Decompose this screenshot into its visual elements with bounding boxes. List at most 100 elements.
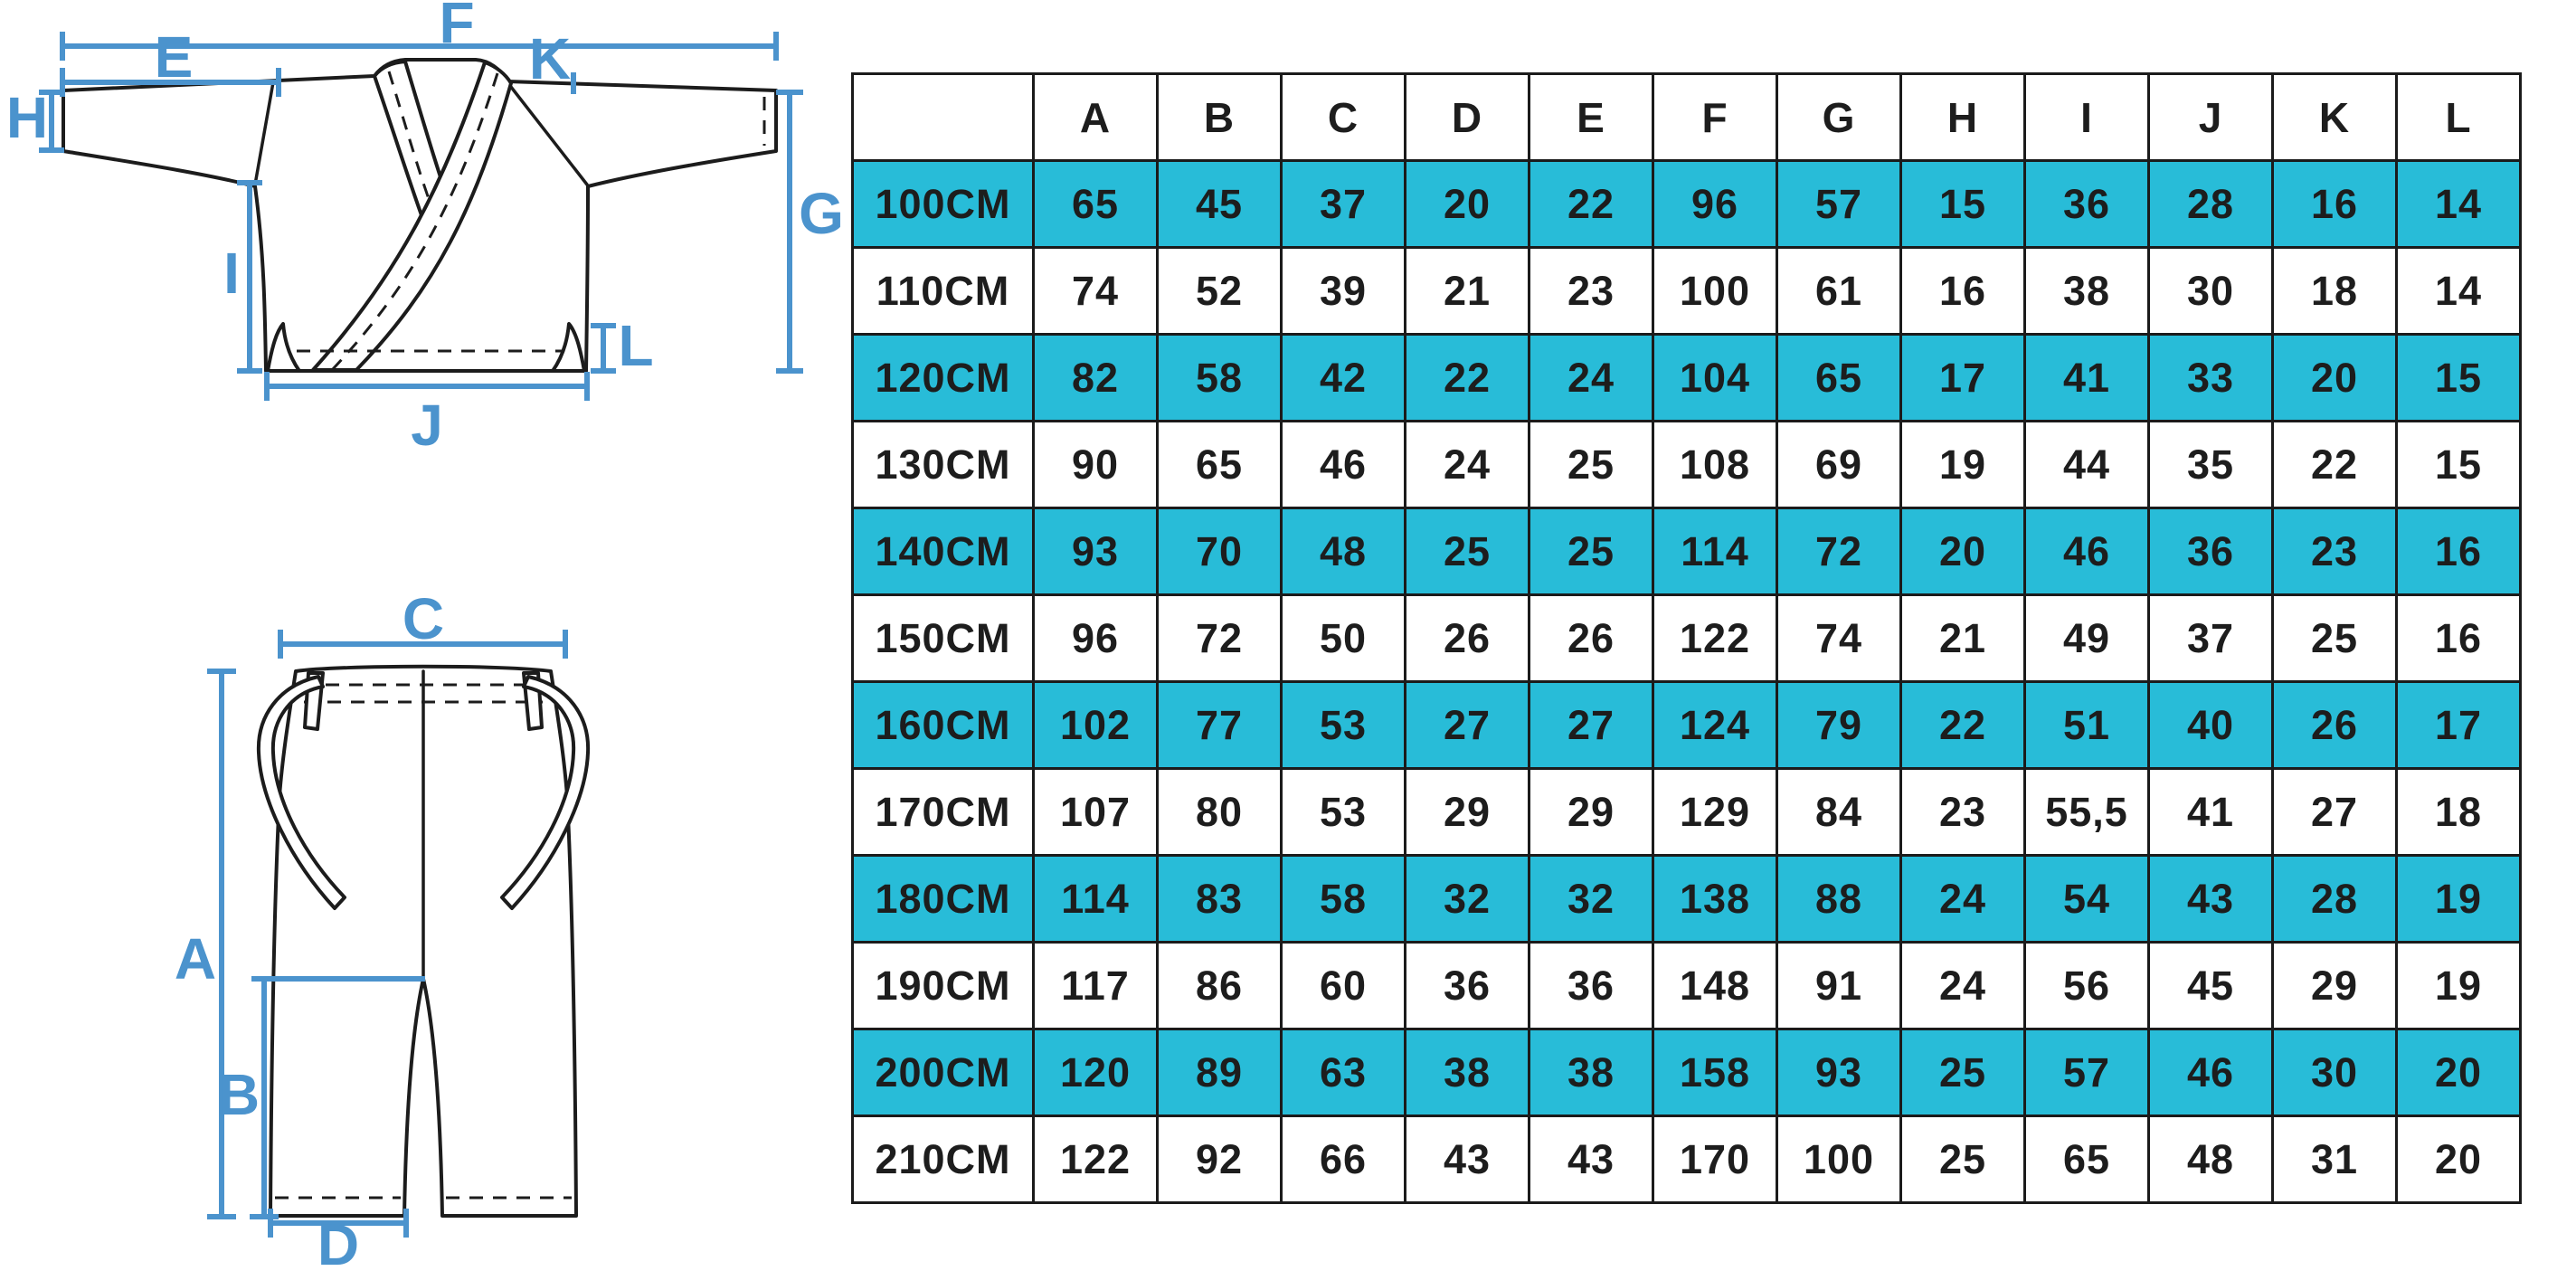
cell-150cm-I: 49	[2023, 593, 2150, 683]
column-header-D: D	[1404, 72, 1530, 162]
cell-100cm-C: 37	[1280, 159, 1406, 249]
cell-100cm-I: 36	[2023, 159, 2150, 249]
cell-150cm-F: 122	[1652, 593, 1778, 683]
dim-label-C: C	[402, 586, 444, 651]
column-header-H: H	[1899, 72, 2026, 162]
cell-170cm-I: 55,5	[2023, 767, 2150, 857]
column-header-G: G	[1776, 72, 1902, 162]
cell-160cm-G: 79	[1776, 680, 1902, 770]
cell-200cm-I: 57	[2023, 1028, 2150, 1117]
dim-L: L	[591, 313, 654, 378]
dim-label-H: H	[6, 85, 48, 150]
cell-190cm-J: 45	[2147, 941, 2274, 1030]
cell-140cm-L: 16	[2395, 507, 2522, 596]
cell-130cm-D: 24	[1404, 420, 1530, 509]
dim-D: D	[268, 1209, 409, 1271]
cell-190cm-I: 56	[2023, 941, 2150, 1030]
cell-180cm-H: 24	[1899, 854, 2026, 944]
cell-100cm-L: 14	[2395, 159, 2522, 249]
cell-110cm-E: 23	[1528, 246, 1654, 336]
cell-110cm-I: 38	[2023, 246, 2150, 336]
jacket-dimensions: F E K H G I L	[6, 0, 844, 458]
cell-200cm-L: 20	[2395, 1028, 2522, 1117]
dim-K: K	[529, 26, 576, 94]
cell-100cm-A: 65	[1032, 159, 1159, 249]
cell-140cm-K: 23	[2271, 507, 2398, 596]
right-drawstring	[500, 675, 591, 910]
dim-I: I	[223, 180, 262, 374]
cell-180cm-J: 43	[2147, 854, 2274, 944]
cell-150cm-J: 37	[2147, 593, 2274, 683]
cell-100cm-J: 28	[2147, 159, 2274, 249]
cell-110cm-H: 16	[1899, 246, 2026, 336]
lapel-over-stitch	[331, 72, 499, 371]
cell-190cm-F: 148	[1652, 941, 1778, 1030]
cell-120cm-J: 33	[2147, 333, 2274, 422]
cell-190cm-L: 19	[2395, 941, 2522, 1030]
column-header-L: L	[2395, 72, 2522, 162]
cell-110cm-B: 52	[1156, 246, 1283, 336]
cell-140cm-I: 46	[2023, 507, 2150, 596]
right-side-slit	[551, 322, 586, 373]
row-size-label: 180CM	[851, 854, 1035, 944]
cell-210cm-B: 92	[1156, 1114, 1283, 1204]
cell-110cm-K: 18	[2271, 246, 2398, 336]
cell-130cm-K: 22	[2271, 420, 2398, 509]
cell-140cm-J: 36	[2147, 507, 2274, 596]
cell-100cm-D: 20	[1404, 159, 1530, 249]
cell-200cm-K: 30	[2271, 1028, 2398, 1117]
cell-120cm-B: 58	[1156, 333, 1283, 422]
cell-200cm-D: 38	[1404, 1028, 1530, 1117]
cell-130cm-A: 90	[1032, 420, 1159, 509]
row-size-label: 150CM	[851, 593, 1035, 683]
dim-label-L: L	[618, 313, 653, 378]
cell-130cm-J: 35	[2147, 420, 2274, 509]
cell-140cm-F: 114	[1652, 507, 1778, 596]
cell-130cm-B: 65	[1156, 420, 1283, 509]
cell-130cm-I: 44	[2023, 420, 2150, 509]
cell-180cm-C: 58	[1280, 854, 1406, 944]
cell-120cm-F: 104	[1652, 333, 1778, 422]
cell-120cm-I: 41	[2023, 333, 2150, 422]
dim-G: G	[776, 90, 844, 374]
cell-140cm-E: 25	[1528, 507, 1654, 596]
cell-210cm-F: 170	[1652, 1114, 1778, 1204]
dim-label-G: G	[799, 181, 844, 246]
cell-110cm-F: 100	[1652, 246, 1778, 336]
cell-200cm-G: 93	[1776, 1028, 1902, 1117]
cell-150cm-B: 72	[1156, 593, 1283, 683]
row-size-label: 100CM	[851, 159, 1035, 249]
cell-100cm-K: 16	[2271, 159, 2398, 249]
row-size-label: 130CM	[851, 420, 1035, 509]
dim-F: F	[60, 0, 779, 61]
cell-210cm-L: 20	[2395, 1114, 2522, 1204]
cell-170cm-A: 107	[1032, 767, 1159, 857]
left-side-slit	[266, 322, 301, 373]
cell-120cm-A: 82	[1032, 333, 1159, 422]
cell-190cm-D: 36	[1404, 941, 1530, 1030]
cell-170cm-F: 129	[1652, 767, 1778, 857]
cell-190cm-E: 36	[1528, 941, 1654, 1030]
cell-130cm-G: 69	[1776, 420, 1902, 509]
measurement-diagram: F E K H G I L	[0, 0, 850, 1271]
cell-180cm-E: 32	[1528, 854, 1654, 944]
row-size-label: 120CM	[851, 333, 1035, 422]
cell-130cm-L: 15	[2395, 420, 2522, 509]
cell-180cm-F: 138	[1652, 854, 1778, 944]
cell-200cm-B: 89	[1156, 1028, 1283, 1117]
cell-210cm-G: 100	[1776, 1114, 1902, 1204]
cell-130cm-C: 46	[1280, 420, 1406, 509]
dim-A: A	[175, 669, 236, 1219]
cell-210cm-C: 66	[1280, 1114, 1406, 1204]
cell-160cm-F: 124	[1652, 680, 1778, 770]
cell-120cm-E: 24	[1528, 333, 1654, 422]
